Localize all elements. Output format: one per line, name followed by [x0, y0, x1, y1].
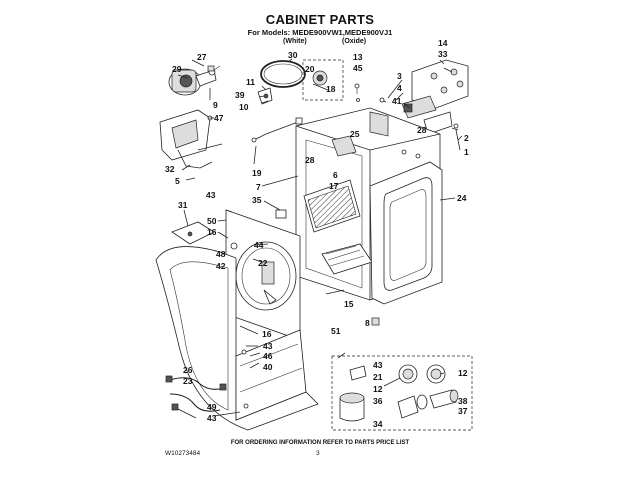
vent-kit-drawing — [331, 355, 473, 431]
callout-5: 5 — [175, 176, 180, 186]
callout-43-top: 43 — [206, 190, 216, 200]
callout-6: 6 — [333, 170, 338, 180]
callout-44: 44 — [254, 240, 264, 250]
callout-34: 34 — [373, 419, 383, 429]
callout-14: 14 — [438, 38, 448, 48]
page-number: 3 — [316, 450, 320, 457]
callout-22: 22 — [258, 258, 268, 268]
callout-43-kit: 43 — [373, 360, 383, 370]
callout-7: 7 — [256, 182, 261, 192]
callout-33: 33 — [438, 49, 448, 59]
callout-29: 29 — [172, 64, 182, 74]
callout-10: 10 — [239, 102, 249, 112]
document-number: W10273484 — [165, 450, 201, 457]
page-title: CABINET PARTS — [265, 12, 375, 27]
callout-39: 39 — [235, 90, 245, 100]
callout-25: 25 — [350, 129, 360, 139]
side-panel-drawing — [369, 161, 443, 305]
callout-30: 30 — [288, 50, 298, 60]
callout-19: 19 — [252, 168, 262, 178]
callout-8: 8 — [365, 318, 370, 328]
callout-16-lower: 16 — [262, 329, 272, 339]
callout-15: 15 — [344, 299, 354, 309]
callout-28-rear: 28 — [417, 125, 427, 135]
callout-38: 38 — [458, 396, 468, 406]
front-panel-drawing — [225, 209, 301, 341]
callout-40: 40 — [263, 362, 273, 372]
callout-32: 32 — [165, 164, 175, 174]
callout-1: 1 — [464, 147, 469, 157]
drive-belt-drawing — [260, 60, 306, 88]
callout-11: 11 — [246, 77, 255, 87]
callout-13: 13 — [353, 52, 363, 62]
callout-3: 3 — [397, 71, 402, 81]
callout-26: 26 — [183, 365, 193, 375]
callout-17: 17 — [329, 181, 339, 191]
motor-assembly-drawing — [168, 65, 221, 96]
callout-20: 20 — [305, 64, 315, 74]
front-bezel-drawing — [155, 246, 319, 431]
callout-27: 27 — [197, 52, 207, 62]
callout-42: 42 — [216, 261, 226, 271]
callout-24: 24 — [457, 193, 467, 203]
callout-36: 36 — [373, 396, 383, 406]
callout-labels: 27 29 9 47 32 5 30 11 39 10 13 45 20 18 … — [165, 38, 469, 429]
callout-48: 48 — [216, 249, 226, 259]
callout-18: 18 — [326, 84, 336, 94]
callout-50: 50 — [207, 216, 217, 226]
callout-4: 4 — [397, 83, 402, 93]
callout-31: 31 — [178, 200, 188, 210]
callout-51: 51 — [331, 326, 341, 336]
callout-47: 47 — [214, 113, 224, 123]
color-white-label: (White) — [283, 38, 307, 45]
callout-12-right: 12 — [458, 368, 468, 378]
ordering-info-note: FOR ORDERING INFORMATION REFER TO PARTS … — [230, 440, 410, 446]
callout-35: 35 — [252, 195, 262, 205]
gas-valve-bracket-drawing — [159, 109, 223, 169]
callout-9: 9 — [213, 100, 218, 110]
callout-21: 21 — [373, 372, 383, 382]
model-numbers: For Models: MEDE900VW1,MEDE900VJ1 — [247, 28, 393, 37]
callout-16-upper: 16 — [207, 227, 217, 237]
callout-49: 49 — [207, 402, 217, 412]
idler-pulley-drawing — [302, 59, 344, 101]
rear-panel-parts-drawing — [379, 59, 469, 135]
callout-2: 2 — [464, 133, 469, 143]
mounting-plate-drawing — [171, 221, 215, 245]
color-oxide-label: (Oxide) — [342, 38, 367, 45]
callout-37: 37 — [458, 406, 468, 416]
callout-46: 46 — [263, 351, 273, 361]
callout-28-cabinet: 28 — [305, 155, 315, 165]
callout-41: 41 — [392, 96, 402, 106]
callout-12-left: 12 — [373, 384, 383, 394]
wire-harness-bottom-drawing — [165, 375, 227, 419]
callout-45: 45 — [353, 63, 363, 73]
callout-43-bottom: 43 — [207, 413, 217, 423]
callout-23: 23 — [183, 376, 193, 386]
wire-harness-top-drawing — [251, 117, 303, 165]
callout-43-mid: 43 — [263, 341, 273, 351]
